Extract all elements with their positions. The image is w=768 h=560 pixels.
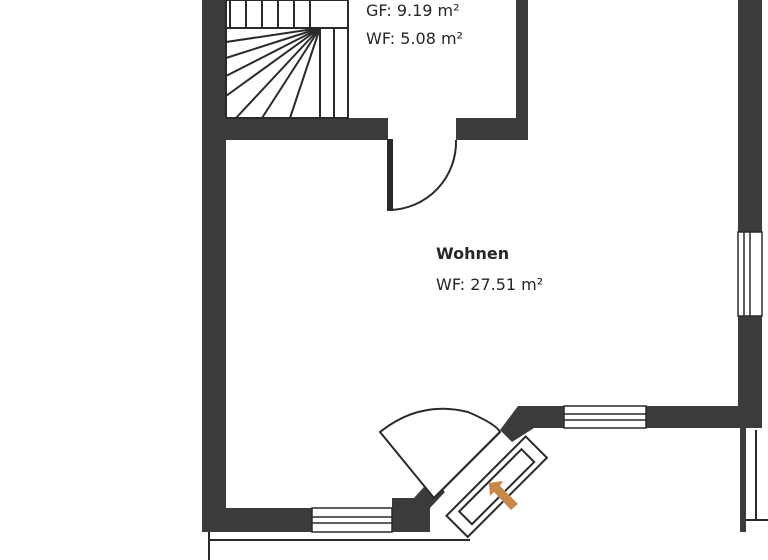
room-wohnen-labels: Wohnen WF: 27.51 m² (436, 244, 543, 294)
walls (202, 0, 762, 532)
bottom-wall-right (392, 508, 430, 532)
window-bottom (311, 507, 393, 533)
window-lower-right (563, 405, 647, 429)
left-outer-wall (202, 0, 226, 532)
interior-door (387, 139, 458, 211)
bottom-wall-left (202, 508, 312, 532)
windows (311, 231, 763, 533)
room-staircase-area-wf: WF: 5.08 m² (366, 29, 463, 48)
stair-wall-left (202, 118, 388, 140)
room-staircase-labels: GF: 9.19 m² WF: 5.08 m² (366, 1, 463, 48)
stair-room-right-wall (516, 0, 528, 140)
entrance-arrow-icon (489, 481, 518, 510)
stair-wall-right (456, 118, 528, 140)
entrance-door (378, 407, 549, 539)
corner-stub (740, 428, 746, 532)
room-wohnen-area: WF: 27.51 m² (436, 275, 543, 294)
outline-lines (208, 430, 768, 560)
staircase (225, 0, 349, 119)
window-right (737, 231, 763, 317)
lower-right-wall-b (646, 406, 762, 428)
right-outer-wall-upper (738, 0, 762, 232)
diagonal-wall-upper (500, 406, 534, 442)
room-staircase-area-gf: GF: 9.19 m² (366, 1, 460, 20)
room-wohnen-name: Wohnen (436, 244, 509, 263)
